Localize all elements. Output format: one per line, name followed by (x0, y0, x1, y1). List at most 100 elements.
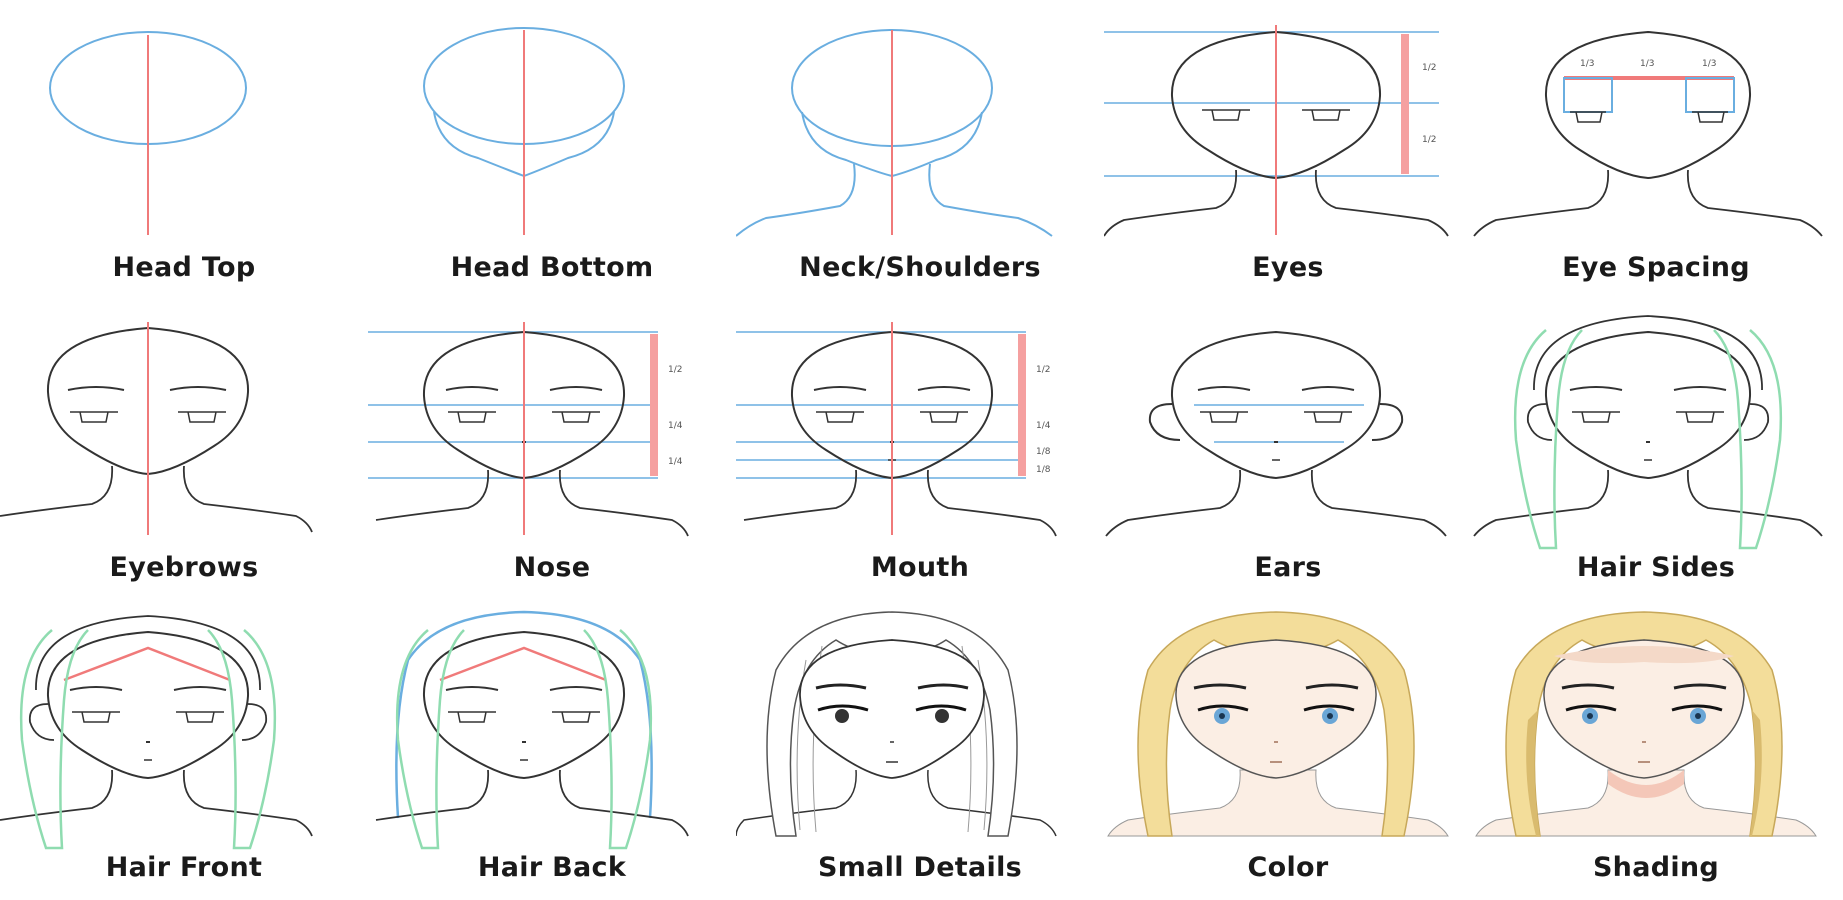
right-eye (1676, 411, 1724, 423)
face-outline (790, 330, 994, 480)
right-eyebrow (173, 686, 227, 691)
hair-side-left (1513, 329, 1583, 550)
left-pupil (1587, 713, 1593, 719)
right-eye (1302, 109, 1350, 121)
fraction-label: 1/4 (668, 421, 683, 431)
left-eye (1200, 411, 1248, 423)
hair-side-right (1713, 329, 1783, 550)
neck-shoulders (1105, 469, 1447, 537)
right-eyebrow (549, 386, 603, 391)
step-caption: Head Bottom (450, 252, 654, 283)
step-eye-spacing: 1/3 1/3 1/3 Eye Spacing (1472, 0, 1840, 300)
face-outline (422, 630, 626, 780)
hair-side-left (19, 629, 89, 850)
left-eye (70, 411, 118, 423)
face-outline (1544, 330, 1752, 480)
ears-drawing (1105, 330, 1447, 537)
step-eyes: 1/2 1/2 Eyes (1104, 0, 1472, 300)
right-eye (552, 411, 600, 423)
neck-shoulders (375, 469, 689, 537)
hair-strands (796, 645, 988, 833)
right-eye (176, 711, 224, 723)
right-eye (1692, 111, 1728, 123)
left-iris (835, 709, 849, 723)
step-mouth: 1/2 1/4 1/8 1/8 Mouth (736, 300, 1104, 600)
face-outline (46, 326, 250, 476)
eyes-drawing: 1/2 1/2 (1104, 25, 1449, 237)
face-outline (46, 630, 250, 780)
fraction-label: 1/3 (1702, 59, 1716, 69)
mouth-drawing: 1/2 1/4 1/8 1/8 (736, 322, 1057, 537)
right-pupil (1695, 713, 1701, 719)
step-head-top: Head Top (0, 0, 368, 300)
eye-box-right (1685, 77, 1735, 113)
right-iris (935, 709, 949, 723)
left-eye (1197, 704, 1249, 712)
step-shading: Shading (1472, 600, 1840, 900)
hair-back-drawing (375, 610, 689, 850)
hair-front-parting (63, 646, 231, 682)
left-eye (448, 411, 496, 423)
right-eye (920, 411, 968, 423)
left-eye (1202, 109, 1250, 121)
hair-side-left (395, 629, 465, 850)
left-eyebrow (445, 686, 499, 691)
step-caption: Shading (1592, 852, 1720, 883)
hair-front-parting (439, 646, 607, 682)
left-eye (816, 411, 864, 423)
step-caption: Eyes (1252, 252, 1324, 283)
left-pupil (1219, 713, 1225, 719)
eye-box-left (1563, 77, 1613, 113)
neck-left (736, 163, 856, 237)
neck-shoulders (0, 769, 313, 837)
step-caption: Hair Back (477, 852, 627, 883)
right-eyebrow (1301, 386, 1355, 391)
step-caption: Eyebrows (109, 552, 259, 583)
right-eyebrow (169, 386, 227, 391)
measure-bar (1018, 334, 1026, 476)
step-small-details: Small Details (736, 600, 1104, 900)
step-caption: Mouth (870, 552, 970, 583)
right-pupil (1327, 713, 1333, 719)
fraction-label: 1/8 (1036, 447, 1051, 457)
hair-fill (1137, 611, 1415, 837)
right-eye (178, 411, 226, 423)
neck-right (928, 163, 1053, 237)
fraction-label: 1/2 (1422, 135, 1436, 145)
step-caption: Ears (1254, 552, 1322, 583)
nose-drawing: 1/2 1/4 1/4 (368, 322, 689, 537)
face-outline (1170, 330, 1382, 480)
left-eye (817, 704, 869, 712)
left-eye (72, 711, 120, 723)
left-eyebrow (445, 386, 499, 391)
step-neck-shoulders: Neck/Shoulders (736, 0, 1104, 300)
left-eyebrow (67, 386, 125, 391)
step-color: Color (1104, 600, 1472, 900)
left-ear (1148, 403, 1181, 441)
step-caption: Hair Front (105, 852, 263, 883)
left-eyebrow (69, 686, 123, 691)
right-eyebrow (1305, 683, 1359, 690)
head-top-drawing (49, 31, 247, 235)
fraction-label: 1/2 (1036, 365, 1050, 375)
right-eyebrow (917, 386, 971, 391)
hair-outline (766, 611, 1018, 837)
shading-drawing (1475, 611, 1817, 837)
right-eye (1671, 704, 1723, 712)
face-outline (422, 330, 626, 480)
left-eyebrow (1561, 683, 1615, 690)
neck-shoulders (1473, 469, 1823, 537)
neck-shoulders (0, 465, 313, 533)
color-drawing (1107, 611, 1449, 837)
fraction-label: 1/3 (1580, 59, 1594, 69)
hair-side-right (583, 629, 653, 850)
step-hair-sides: Hair Sides (1472, 300, 1840, 600)
step-eyebrows: Eyebrows (0, 300, 368, 600)
measure-bar (1401, 34, 1409, 174)
fraction-label: 1/4 (1036, 421, 1051, 431)
small-details-drawing (736, 611, 1057, 837)
right-ear (1743, 403, 1770, 441)
left-eyebrow (1193, 683, 1247, 690)
fraction-label: 1/8 (1036, 465, 1051, 475)
neck-shoulders-drawing (736, 29, 1053, 237)
